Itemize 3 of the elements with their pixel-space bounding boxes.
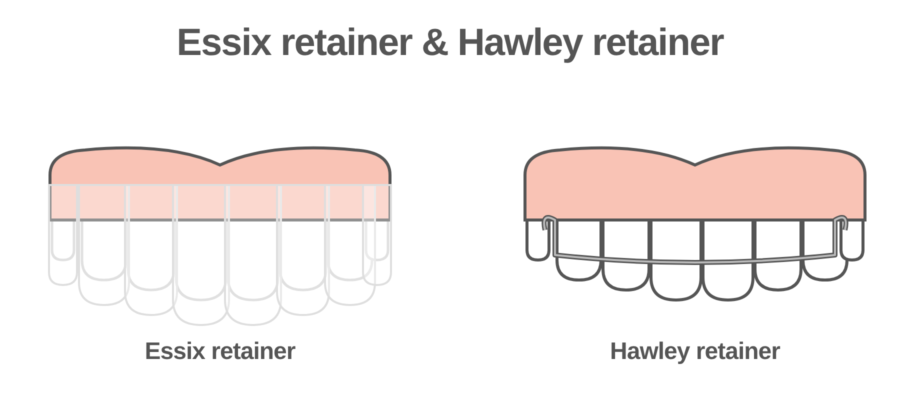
title: Essix retainer & Hawley retainer: [176, 22, 724, 64]
drawing-label: Essix retainer: [144, 338, 296, 365]
drawing-label: Hawley retainer: [610, 338, 780, 365]
